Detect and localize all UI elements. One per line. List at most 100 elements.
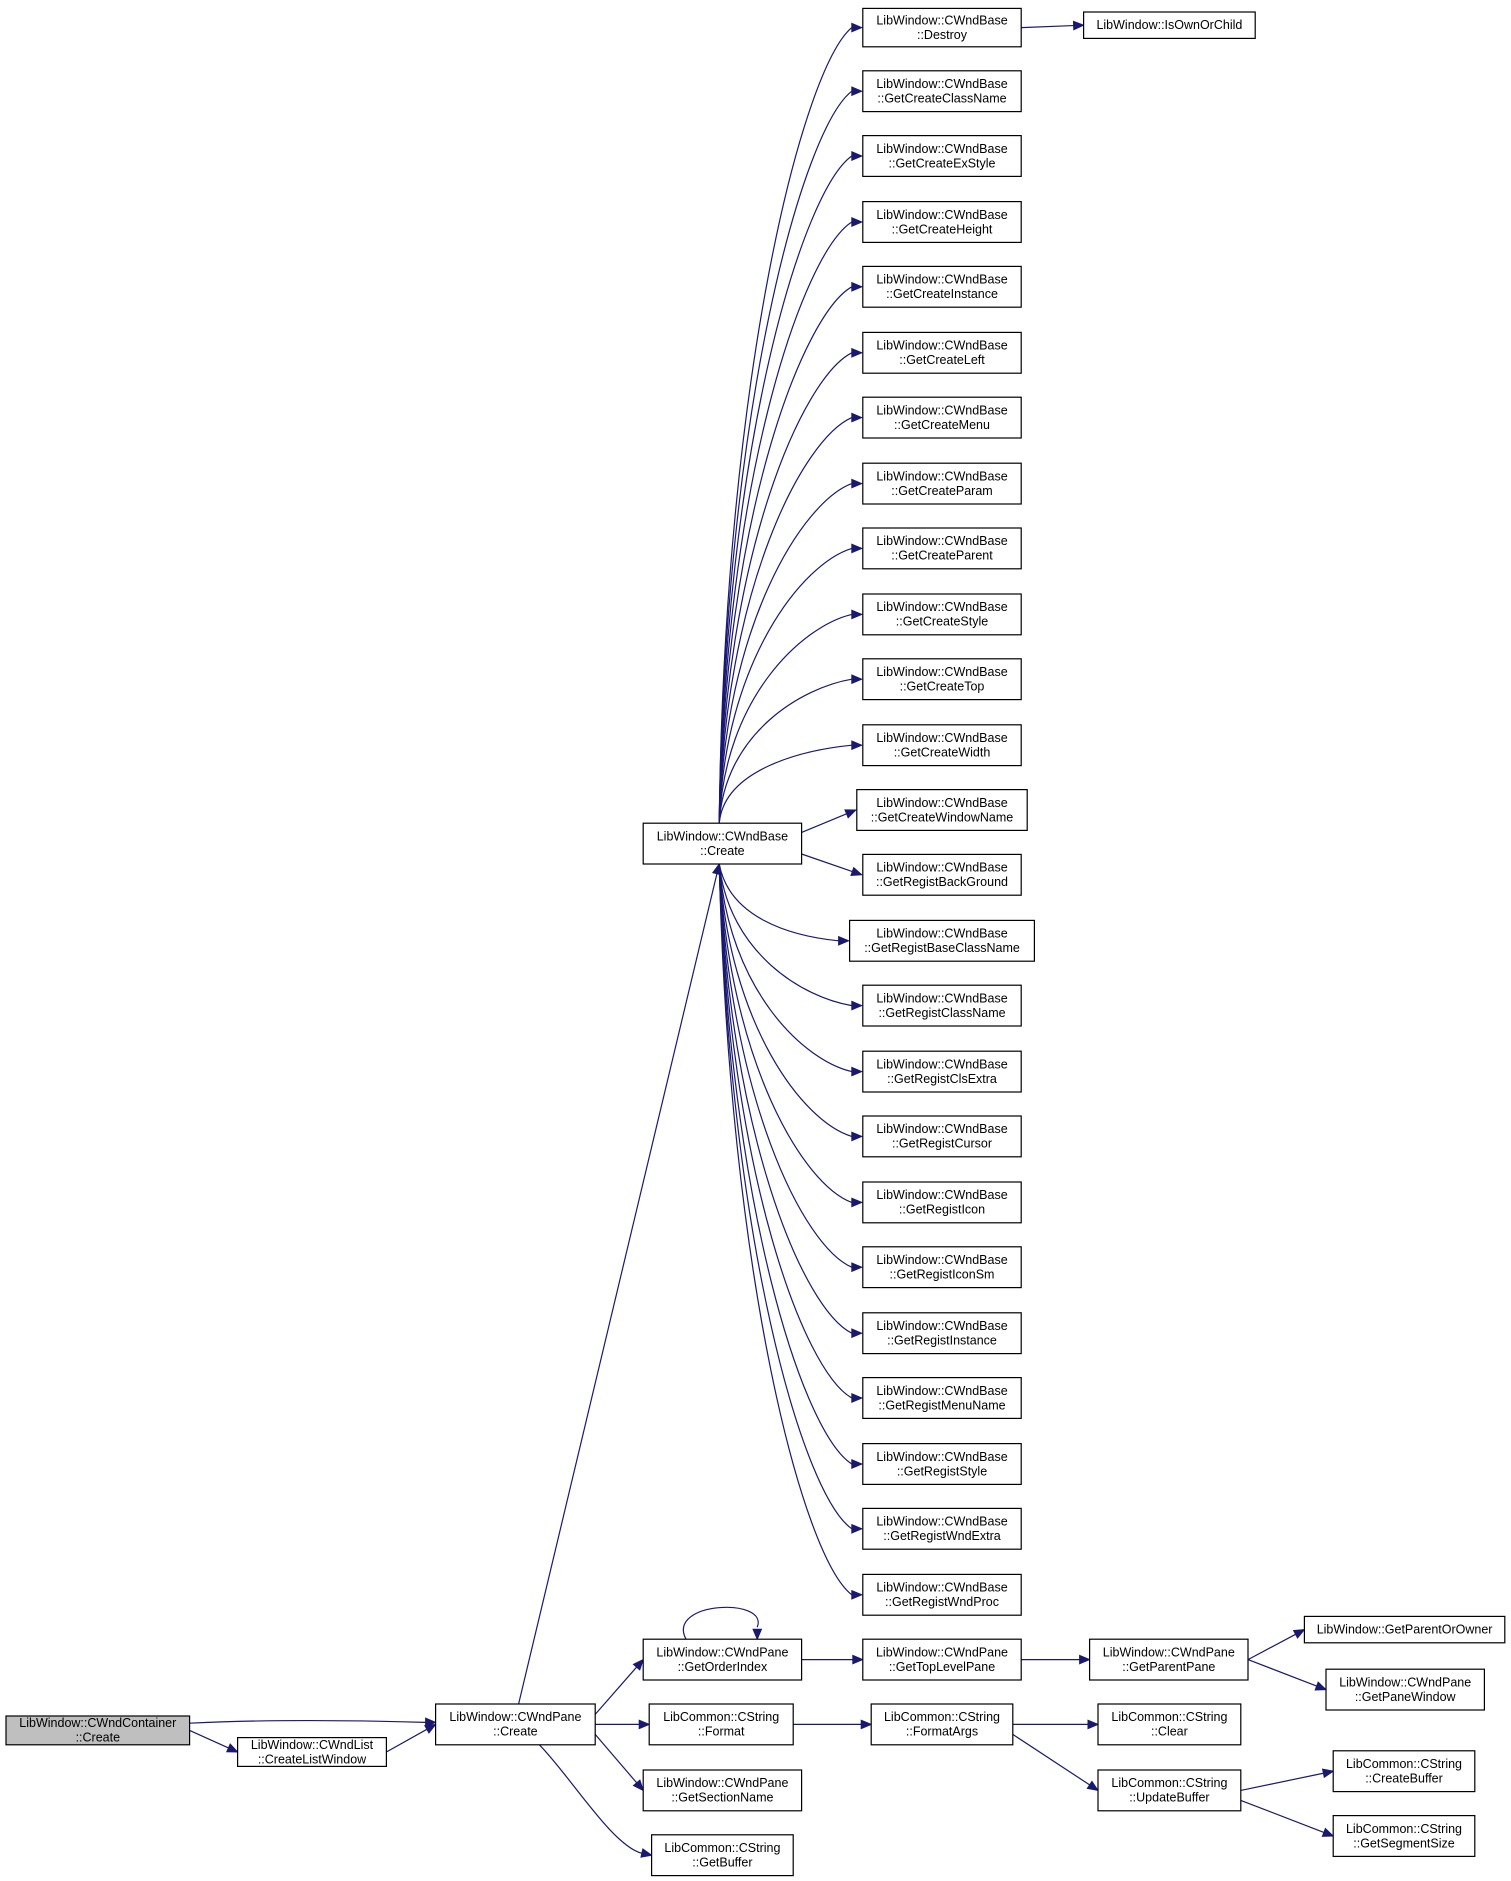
- node-r-wndproc[interactable]: LibWindow::CWndBase::GetRegistWndProc: [862, 1573, 1022, 1616]
- edge-arrowhead: [851, 1393, 864, 1403]
- node-g-classname[interactable]: LibWindow::CWndBase::GetCreateClassName: [862, 70, 1022, 113]
- node-label: LibWindow::CWndBase: [876, 13, 1007, 27]
- edge-line: [1021, 24, 1074, 29]
- edge-line: [718, 863, 852, 1007]
- edge-23: [718, 863, 864, 1011]
- edge-arrowhead: [1321, 1768, 1335, 1779]
- node-pane-create[interactable]: LibWindow::CWndPane::Create: [435, 1703, 596, 1746]
- node-box: [5, 1715, 191, 1746]
- node-r-classname[interactable]: LibWindow::CWndBase::GetRegistClassName: [862, 984, 1022, 1027]
- node-g-windowname[interactable]: LibWindow::CWndBase::GetCreateWindowName: [856, 788, 1028, 831]
- node-label: ::Clear: [1151, 1725, 1188, 1739]
- node-r-background[interactable]: LibWindow::CWndBase::GetRegistBackGround: [862, 853, 1022, 896]
- edge-line: [801, 853, 853, 873]
- node-list-createlistwindow[interactable]: LibWindow::CWndList::CreateListWindow: [237, 1736, 388, 1767]
- node-box: [1332, 1814, 1476, 1857]
- edge-0: [189, 1717, 437, 1728]
- node-label: ::GetCreateExStyle: [889, 156, 996, 170]
- node-cstring-format[interactable]: LibCommon::CString::Format: [648, 1703, 794, 1746]
- node-cstring-formatargs[interactable]: LibCommon::CString::FormatArgs: [870, 1703, 1014, 1746]
- edge-27: [718, 863, 864, 1273]
- edge-16: [718, 543, 864, 824]
- edge-line: [718, 744, 852, 824]
- edge-line: [718, 286, 853, 824]
- node-label: ::GetParentPane: [1122, 1660, 1215, 1674]
- node-box: [862, 70, 1022, 113]
- node-g-height[interactable]: LibWindow::CWndBase::GetCreateHeight: [862, 201, 1022, 244]
- node-box: [862, 7, 1022, 48]
- node-label: LibWindow::CWndBase: [876, 469, 1007, 483]
- node-g-parent[interactable]: LibWindow::CWndBase::GetCreateParent: [862, 527, 1022, 570]
- edge-arrowhead: [851, 1000, 864, 1011]
- node-label: ::GetRegistWndProc: [885, 1595, 999, 1609]
- edge-30: [718, 863, 864, 1469]
- node-isownorchild[interactable]: LibWindow::IsOwnOrChild: [1082, 11, 1256, 39]
- node-r-cursor[interactable]: LibWindow::CWndBase::GetRegistCursor: [862, 1115, 1022, 1158]
- node-label: LibWindow::CWndBase: [876, 534, 1007, 548]
- node-label: ::Destroy: [917, 28, 968, 42]
- edge-line: [718, 352, 853, 824]
- node-box: [650, 1834, 794, 1877]
- node-r-clsextra[interactable]: LibWindow::CWndBase::GetRegistClsExtra: [862, 1050, 1022, 1093]
- node-g-param[interactable]: LibWindow::CWndBase::GetCreateParam: [862, 462, 1022, 505]
- node-r-icon[interactable]: LibWindow::CWndBase::GetRegistIcon: [862, 1181, 1022, 1224]
- node-cstring-createbuffer[interactable]: LibCommon::CString::CreateBuffer: [1332, 1750, 1476, 1793]
- node-label: LibWindow::CWndBase: [876, 208, 1007, 222]
- node-g-width[interactable]: LibWindow::CWndBase::GetCreateWidth: [862, 724, 1022, 767]
- node-r-instance[interactable]: LibWindow::CWndBase::GetRegistInstance: [862, 1312, 1022, 1355]
- node-cstring-getbuffer[interactable]: LibCommon::CString::GetBuffer: [650, 1834, 794, 1877]
- node-box: [1097, 1703, 1242, 1746]
- node-pane-gettoplevelpane[interactable]: LibWindow::CWndPane::GetTopLevelPane: [862, 1638, 1022, 1681]
- node-pane-getsectionname[interactable]: LibWindow::CWndPane::GetSectionName: [642, 1769, 803, 1812]
- node-label: ::GetRegistStyle: [897, 1464, 987, 1478]
- node-cstring-clear[interactable]: LibCommon::CString::Clear: [1097, 1703, 1242, 1746]
- node-pane-getpanewindow[interactable]: LibWindow::CWndPane::GetPaneWindow: [1325, 1668, 1485, 1711]
- node-label: ::GetCreateHeight: [892, 222, 993, 236]
- node-g-menu[interactable]: LibWindow::CWndBase::GetCreateMenu: [862, 396, 1022, 439]
- node-r-style[interactable]: LibWindow::CWndBase::GetRegistStyle: [862, 1442, 1022, 1485]
- node-getparentorowner[interactable]: LibWindow::GetParentOrOwner: [1303, 1615, 1506, 1644]
- node-label: LibWindow::CWndBase: [876, 665, 1007, 679]
- node-cstring-getsegmentsize[interactable]: LibCommon::CString::GetSegmentSize: [1332, 1814, 1476, 1857]
- node-label: ::GetCreateClassName: [877, 91, 1006, 105]
- node-r-iconsm[interactable]: LibWindow::CWndBase::GetRegistIconSm: [862, 1246, 1022, 1289]
- node-box: [1303, 1615, 1506, 1644]
- node-cstring-updatebuffer[interactable]: LibCommon::CString::UpdateBuffer: [1097, 1769, 1242, 1812]
- node-container-create[interactable]: LibWindow::CWndContainer::Create: [5, 1715, 191, 1746]
- node-g-style[interactable]: LibWindow::CWndBase::GetCreateStyle: [862, 593, 1022, 636]
- node-g-exstyle[interactable]: LibWindow::CWndBase::GetCreateExStyle: [862, 135, 1022, 178]
- edge-arrowhead: [1292, 1628, 1306, 1639]
- node-label: LibWindow::CWndBase: [876, 1581, 1007, 1595]
- node-r-baseclassname[interactable]: LibWindow::CWndBase::GetRegistBaseClassN…: [848, 919, 1035, 962]
- node-label: ::CreateListWindow: [258, 1752, 367, 1766]
- edge-8: [718, 22, 864, 824]
- node-pane-getparentpane[interactable]: LibWindow::CWndPane::GetParentPane: [1088, 1638, 1249, 1681]
- node-g-instance[interactable]: LibWindow::CWndBase::GetCreateInstance: [862, 265, 1022, 308]
- node-label: LibWindow::CWndPane: [1103, 1645, 1235, 1659]
- node-box: [862, 265, 1022, 308]
- node-pane-getorderindex[interactable]: LibWindow::CWndPane::GetOrderIndex: [642, 1638, 803, 1681]
- edge-line: [718, 863, 852, 1137]
- edge-35: [801, 1654, 865, 1665]
- node-label: LibWindow::CWndBase: [876, 600, 1007, 614]
- node-box: [856, 788, 1028, 831]
- node-box: [1325, 1668, 1485, 1711]
- node-label: ::Format: [698, 1725, 745, 1739]
- node-g-top[interactable]: LibWindow::CWndBase::GetCreateTop: [862, 658, 1022, 701]
- node-r-wndextra[interactable]: LibWindow::CWndBase::GetRegistWndExtra: [862, 1507, 1022, 1550]
- edge-arrowhead: [851, 151, 864, 161]
- node-box: [1088, 1638, 1249, 1681]
- node-r-menuname[interactable]: LibWindow::CWndBase::GetRegistMenuName: [862, 1376, 1022, 1419]
- node-base-create[interactable]: LibWindow::CWndBase::Create: [642, 822, 803, 865]
- node-base-destroy[interactable]: LibWindow::CWndBase::Destroy: [862, 7, 1022, 48]
- node-g-left[interactable]: LibWindow::CWndBase::GetCreateLeft: [862, 331, 1022, 374]
- edge-39: [793, 1719, 873, 1730]
- edge-arrowhead: [1086, 1780, 1100, 1792]
- edge-29: [718, 863, 864, 1403]
- node-label: ::Create: [76, 1731, 121, 1745]
- edge-line: [718, 90, 853, 824]
- edge-line: [682, 1606, 759, 1640]
- node-label: ::GetPaneWindow: [1355, 1690, 1457, 1704]
- node-box: [1097, 1769, 1242, 1812]
- edge-line: [189, 1729, 229, 1749]
